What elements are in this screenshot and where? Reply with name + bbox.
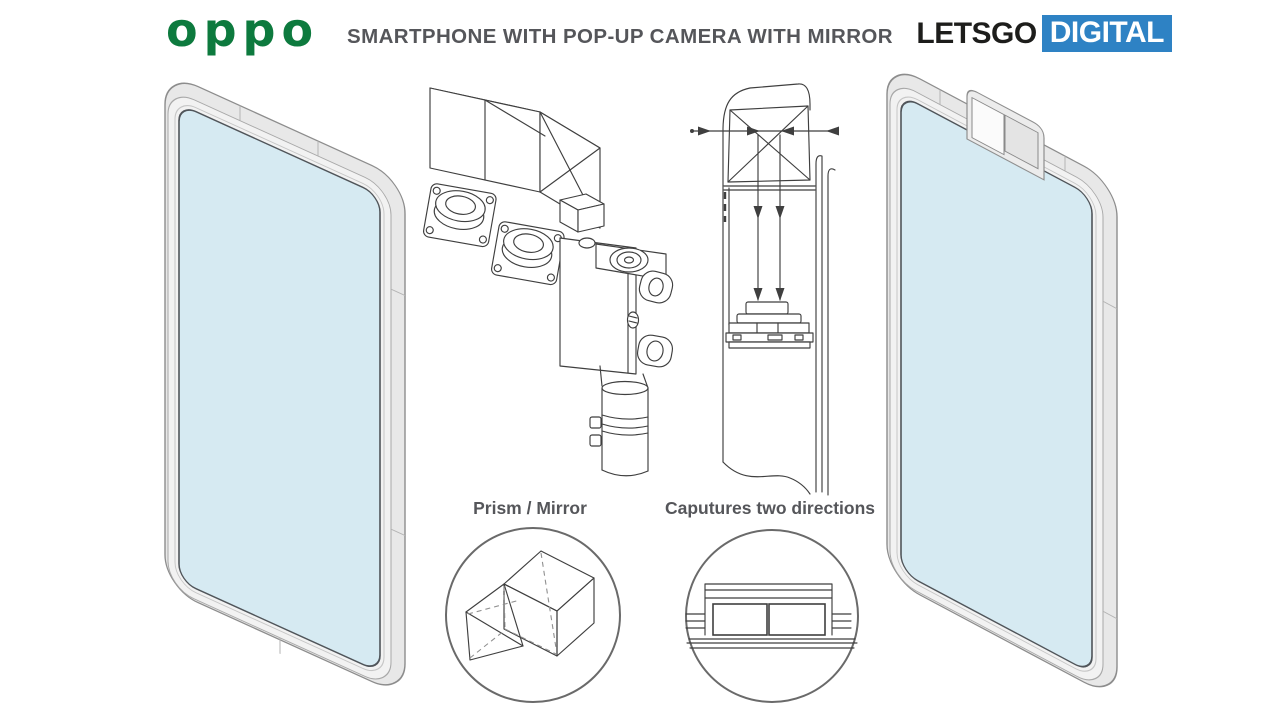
left-phone-antenna-lines bbox=[239, 105, 405, 655]
prism-pair-drawing bbox=[465, 550, 595, 661]
directions-detail-circle bbox=[685, 529, 859, 703]
letsgo-logo-text: LETSGO bbox=[916, 16, 1037, 50]
mechanism-figure bbox=[422, 87, 674, 477]
actuator-body bbox=[559, 237, 674, 375]
right-phone-antenna-lines bbox=[939, 89, 1117, 620]
page-title: SMARTPHONE WITH POP-UP CAMERA WITH MIRRO… bbox=[347, 25, 893, 48]
lens-module-upper bbox=[422, 183, 497, 248]
popup-cross-section-drawing bbox=[685, 583, 858, 649]
break-line bbox=[722, 461, 811, 495]
left-phone-bezel-line bbox=[174, 105, 385, 672]
caption-captures-two-directions: Caputures two directions bbox=[664, 498, 876, 518]
popup-camera-module bbox=[966, 89, 1045, 181]
prism-detail-circle bbox=[445, 527, 621, 703]
letsgodigital-logo: LETSGO DIGITAL bbox=[916, 15, 1172, 52]
motor-cylinder bbox=[589, 365, 649, 477]
lens-module-lower bbox=[490, 221, 565, 286]
mounting-lug-lower bbox=[636, 334, 674, 368]
left-phone-screen bbox=[178, 109, 381, 668]
oppo-logo: oppo bbox=[166, 3, 320, 57]
vertical-light-arrows bbox=[753, 134, 785, 301]
section-prism bbox=[723, 105, 816, 191]
digital-logo-badge: DIGITAL bbox=[1041, 15, 1172, 52]
right-phone-screen bbox=[900, 100, 1093, 668]
caption-prism-mirror: Prism / Mirror bbox=[473, 498, 587, 518]
tube-outline bbox=[722, 83, 811, 463]
left-phone-figure bbox=[164, 82, 406, 686]
cross-section-figure bbox=[690, 83, 839, 496]
slot-hole bbox=[626, 311, 640, 329]
popup-camera-window-left bbox=[971, 96, 1005, 156]
horizontal-light-arrows bbox=[690, 126, 839, 136]
mounting-lug-upper bbox=[638, 270, 674, 304]
connector-cube bbox=[559, 193, 605, 233]
sensor-module bbox=[725, 301, 814, 349]
right-phone-figure bbox=[886, 73, 1118, 688]
popup-camera-window-right bbox=[1004, 114, 1039, 170]
phone-wall-lines bbox=[815, 155, 836, 496]
